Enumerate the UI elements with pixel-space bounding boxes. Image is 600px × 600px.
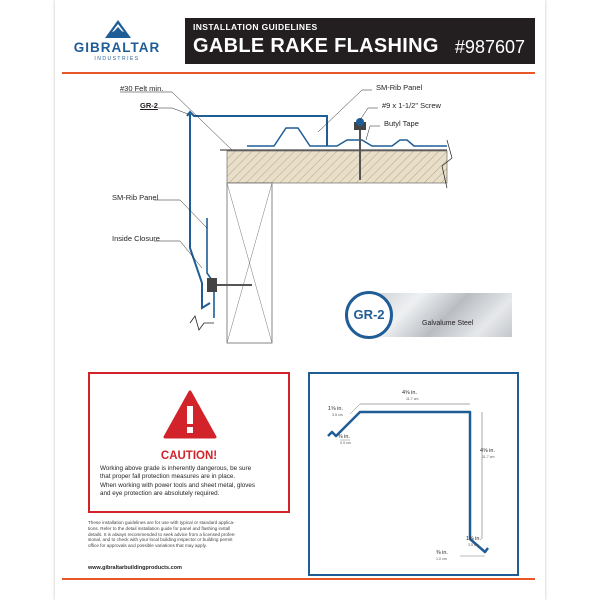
roof-panel: [247, 127, 447, 147]
disclaimer-line: office for approvals and possible variat…: [88, 543, 207, 549]
caution-line: When working with power tools and sheet …: [100, 481, 256, 489]
gibraltar-logo: GIBRALTAR INDUSTRIES: [62, 20, 172, 62]
rake-flashing: [186, 110, 328, 146]
dim-foot-cm: 1.0 cm: [436, 557, 447, 561]
caution-box: CAUTION! Working above grade is inherent…: [88, 372, 290, 513]
dim-hem-bottom: ⅜ in.: [338, 434, 350, 440]
dim-hem-top: 1⅝ in.: [328, 406, 343, 412]
header-subtitle: INSTALLATION GUIDELINES: [193, 22, 318, 32]
disclaimer-line: tions. Refer to the detail installation …: [88, 525, 231, 531]
dim-hem-bottom-cm: 0.9 cm: [340, 441, 351, 445]
warning-triangle-icon: [163, 390, 217, 439]
mountain-logo-icon: [105, 20, 131, 38]
label-sm-rib-top: SM-Rib Panel: [376, 83, 423, 92]
title-bar: INSTALLATION GUIDELINES GABLE RAKE FLASH…: [185, 18, 535, 64]
caution-title: CAUTION!: [160, 450, 218, 462]
disclaimer-line: sional, and to check with your local bui…: [88, 537, 233, 543]
profile-dimensions-box: 4⅝ in. 11.7 cm 1⅝ in. 3.5 cm ⅜ in. 0.9 c…: [308, 372, 519, 576]
material-code: GR-2: [353, 307, 385, 322]
dim-side-cm: 11.7 cm: [482, 455, 495, 459]
disclaimer-text: These installation guidelines are for us…: [88, 520, 293, 549]
dim-hem-top-cm: 3.5 cm: [332, 413, 343, 417]
caution-line: that proper fall protection measures are…: [100, 473, 236, 481]
profile-drawing: [327, 403, 489, 557]
label-sm-rib-side: SM-Rib Panel: [112, 193, 159, 202]
label-felt: #30 Felt min.: [120, 84, 164, 93]
caution-line: and eye protection are absolutely requir…: [100, 490, 220, 498]
caution-line: Working above grade is inherently danger…: [100, 465, 252, 472]
brand-name: GIBRALTAR: [73, 40, 161, 55]
dim-top-cm: 11.7 cm: [406, 397, 419, 401]
brand-sub: INDUSTRIES: [94, 56, 140, 62]
material-code-badge: GR-2: [345, 291, 393, 339]
bottom-divider: [62, 578, 535, 580]
installation-diagram: #30 Felt min. GR-2 SM-Rib Panel #9 x 1-1…: [62, 78, 535, 363]
dim-side: 4⅝ in.: [480, 448, 495, 454]
label-inside-closure: Inside Closure: [112, 234, 160, 243]
header-sku: #987607: [454, 37, 525, 57]
dim-top: 4⅝ in.: [402, 390, 417, 396]
diagram-drawing: [120, 89, 453, 344]
label-screw: #9 x 1-1/2" Screw: [382, 101, 441, 110]
header-title: GABLE RAKE FLASHING: [193, 35, 439, 57]
label-gr2: GR-2: [140, 101, 158, 110]
flashing-profile: [327, 410, 489, 554]
dim-foot: ⅜ in.: [436, 550, 448, 556]
disclaimer-line: details. It is always recommended to see…: [88, 531, 236, 537]
website-link[interactable]: www.gibraltarbuildingproducts.com: [88, 565, 182, 571]
disclaimer-line: These installation guidelines are for us…: [88, 520, 235, 525]
dim-kick: 1⅝ in.: [466, 536, 481, 542]
caution-text: Working above grade is inherently danger…: [100, 465, 282, 499]
side-panel: [206, 218, 215, 318]
material-name: Galvalume Steel: [422, 320, 474, 327]
label-butyl-tape: Butyl Tape: [384, 119, 419, 128]
top-divider: [62, 72, 535, 74]
dim-kick-cm: 3.5 cm: [468, 543, 479, 547]
